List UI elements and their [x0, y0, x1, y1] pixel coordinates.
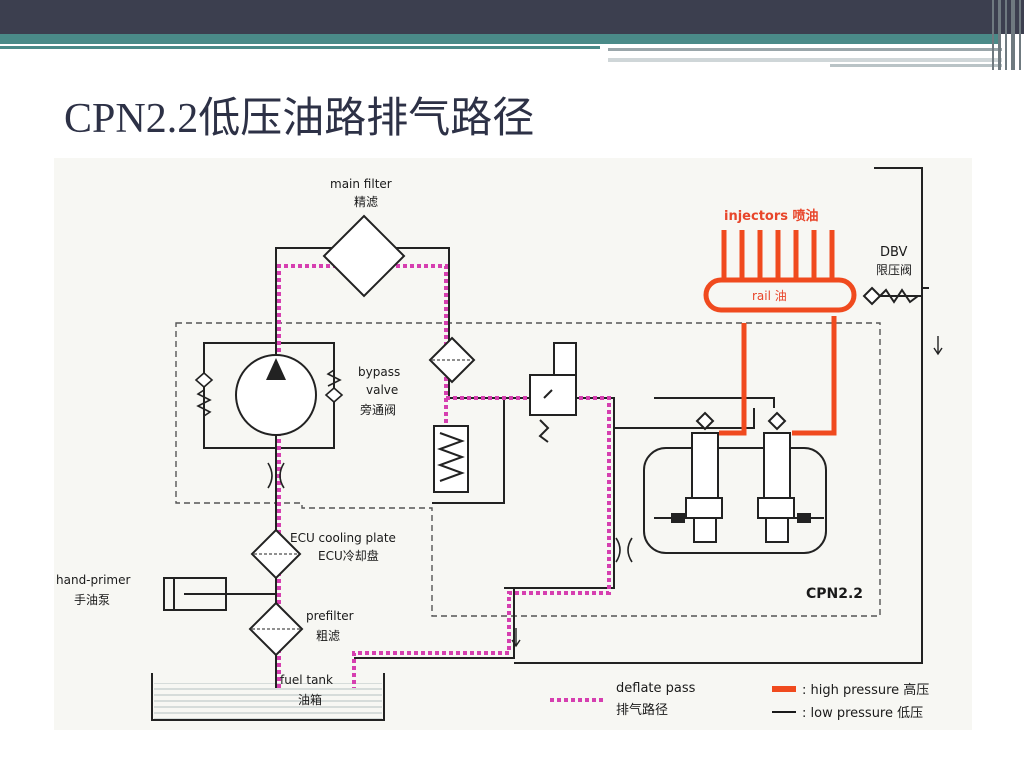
ecu-label-cn: ECU冷却盘 [318, 548, 379, 563]
fuel-system-diagram: main filter 精滤 injectors 喷油 rail 油 DBV 限… [54, 158, 972, 730]
slide-title: CPN2.2低压油路排气路径 [64, 96, 535, 142]
legend-deflate-label: deflate pass [616, 681, 696, 696]
metering-solenoid-valve [529, 342, 577, 443]
pressure-spring-element [433, 425, 469, 493]
bypass-filter [428, 336, 476, 384]
prefilter [248, 601, 304, 657]
rail-label: rail 油 [752, 289, 787, 303]
pump-check-valves [194, 369, 344, 417]
bypass-label-2: valve [366, 383, 398, 397]
slide-accent-bar [0, 34, 1000, 44]
hand-primer-label-cn: 手油泵 [74, 593, 110, 607]
slide-accent-line [0, 46, 600, 49]
dbv-label-cn: 限压阀 [876, 263, 912, 277]
main-filter-label-cn: 精滤 [354, 195, 378, 209]
hand-primer [163, 577, 276, 611]
gear-pump [235, 354, 317, 436]
ecu-cooling-plate [250, 528, 302, 580]
slide-decor-stripes [990, 0, 1024, 70]
legend-high-pressure-label: : high pressure 高压 [802, 682, 929, 698]
legend-low-pressure-label: : low pressure 低压 [802, 706, 923, 721]
legend: deflate pass 排气路径 : high pressure 高压 : l… [550, 681, 929, 721]
cpn-label: CPN2.2 [806, 586, 863, 602]
orifices [267, 462, 633, 563]
main-filter-label: main filter [330, 177, 392, 191]
bypass-label-1: bypass [358, 365, 400, 379]
main-filter [322, 214, 406, 298]
slide-decor-line [608, 58, 1002, 62]
injectors-label: injectors 喷油 [724, 208, 819, 224]
slide-decor-line [830, 64, 1002, 67]
high-pressure-lines [703, 230, 857, 436]
prefilter-label: prefilter [306, 609, 354, 623]
high-pressure-pump-block [643, 411, 827, 554]
fuel-tank-label-cn: 油箱 [298, 692, 322, 707]
dbv-valve [862, 286, 919, 306]
prefilter-label-cn: 粗滤 [316, 629, 340, 643]
cpn-housing-outline [175, 322, 881, 617]
hand-primer-label: hand-primer [56, 573, 130, 587]
legend-high-pressure-swatch [772, 686, 796, 692]
low-pressure-lines [203, 167, 929, 688]
flow-arrows [511, 336, 943, 648]
bypass-label-cn: 旁通阀 [360, 402, 396, 417]
fuel-tank [151, 673, 385, 721]
slide-decor-line [608, 48, 1002, 51]
dbv-label: DBV [880, 245, 908, 260]
fuel-tank-label: fuel tank [280, 673, 333, 687]
diagram-canvas: main filter 精滤 injectors 喷油 rail 油 DBV 限… [56, 167, 943, 721]
ecu-label: ECU cooling plate [290, 531, 396, 545]
legend-deflate-label-cn: 排气路径 [616, 702, 668, 718]
slide-top-bar [0, 0, 1024, 34]
